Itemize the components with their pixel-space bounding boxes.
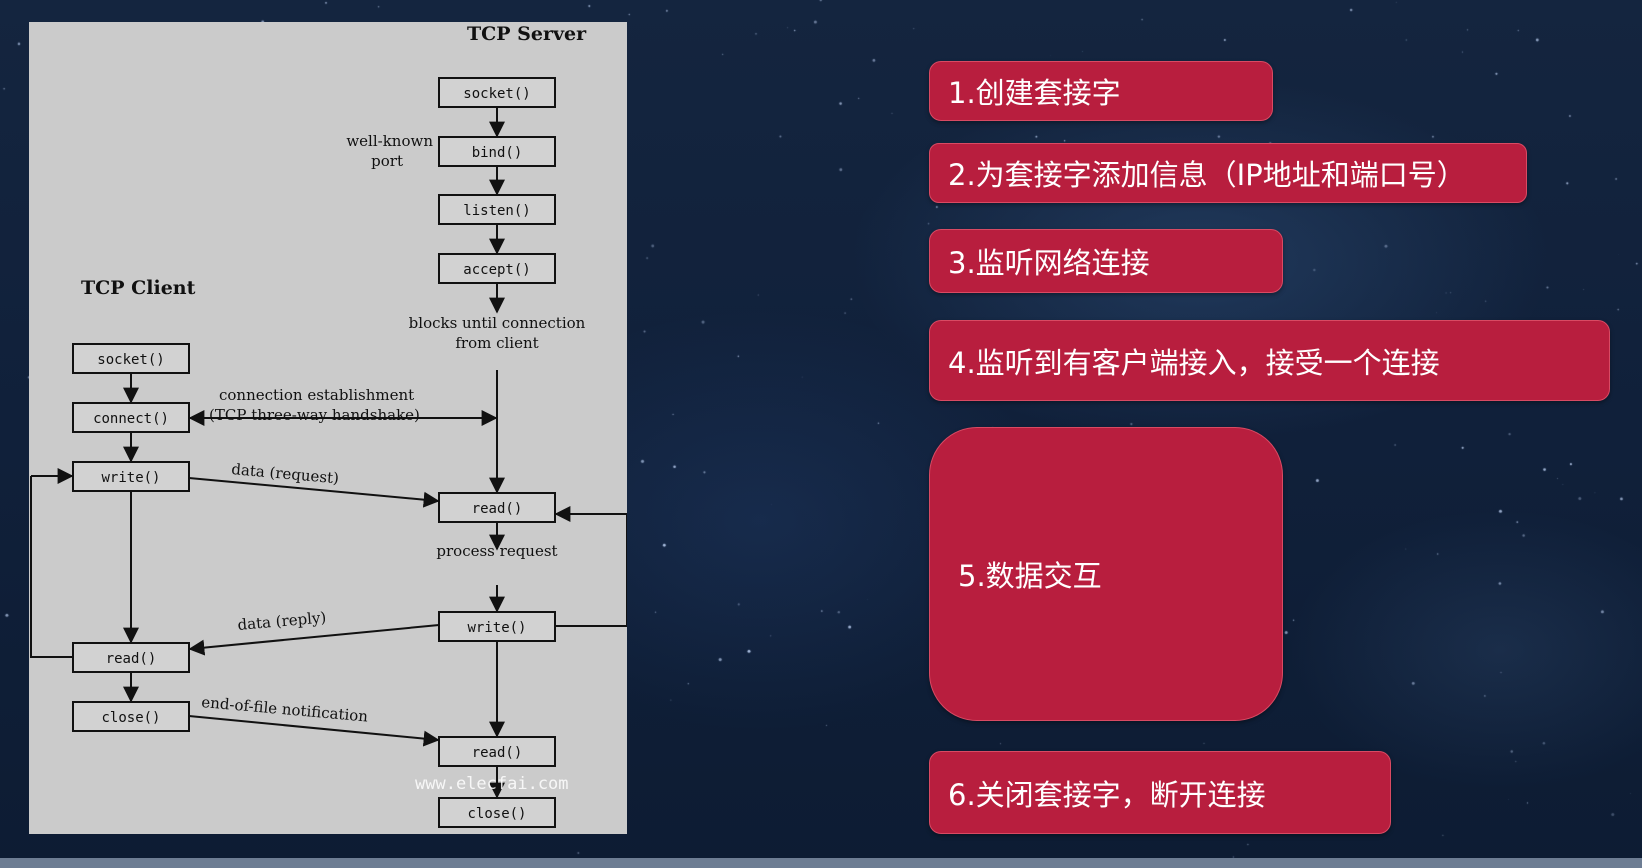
step-6-close: 6.关闭套接字，断开连接 <box>929 751 1391 834</box>
server-read-box: read() <box>438 492 556 523</box>
server-listen-label: listen() <box>463 203 530 219</box>
step-3-listen: 3.监听网络连接 <box>929 229 1283 293</box>
step-6-label: 6.关闭套接字，断开连接 <box>948 777 1266 812</box>
step-5-data-exchange: 5.数据交互 <box>929 427 1283 721</box>
server-read-label: read() <box>472 501 523 517</box>
client-title: TCP Client <box>81 277 196 299</box>
server-socket-label: socket() <box>463 86 530 102</box>
server-write-box: write() <box>438 611 556 642</box>
client-read-box: read() <box>72 642 190 673</box>
diagram-svg: TCP Server TCP Client socket() bind() li… <box>30 23 627 828</box>
blocks-label-2: from client <box>455 334 538 352</box>
client-connect-label: connect() <box>93 411 169 427</box>
server-listen-box: listen() <box>438 194 556 225</box>
server-socket-box: socket() <box>438 77 556 108</box>
server-title: TCP Server <box>467 23 587 45</box>
data-reply-label: data (reply) <box>237 608 327 634</box>
server-flow-arrows <box>489 107 627 799</box>
step-3-label: 3.监听网络连接 <box>948 246 1150 280</box>
server-read2-label: read() <box>472 745 523 761</box>
step-2-label: 2.为套接字添加信息（IP地址和端口号） <box>948 158 1466 192</box>
well-known-label-1: well-known <box>346 132 433 150</box>
step-5-label: 5.数据交互 <box>958 559 1102 593</box>
watermark-text: www.elecfai.com <box>415 774 569 794</box>
server-bind-box: bind() <box>438 136 556 167</box>
network-arrows <box>188 410 498 747</box>
step-1-label: 1.创建套接字 <box>948 76 1121 110</box>
step-1-create-socket: 1.创建套接字 <box>929 61 1273 121</box>
bottom-bar <box>0 858 1642 868</box>
client-socket-label: socket() <box>97 352 164 368</box>
eof-label: end-of-file notification <box>201 693 369 726</box>
server-bind-label: bind() <box>472 145 523 161</box>
server-close-label: close() <box>467 806 526 822</box>
client-connect-box: connect() <box>72 402 190 433</box>
well-known-label-2: port <box>371 152 403 170</box>
client-flow-arrows <box>30 373 139 703</box>
conn-label-1: connection establishment <box>219 386 414 404</box>
process-request-label: process request <box>436 542 557 560</box>
blocks-label-1: blocks until connection <box>409 314 586 332</box>
client-write-label: write() <box>101 470 160 486</box>
server-close-box: close() <box>438 797 556 828</box>
server-accept-label: accept() <box>463 262 530 278</box>
client-read-label: read() <box>106 651 157 667</box>
client-close-label: close() <box>101 710 160 726</box>
server-read2-box: read() <box>438 736 556 767</box>
step-4-label: 4.监听到有客户端接入，接受一个连接 <box>948 345 1440 380</box>
client-close-box: close() <box>72 701 190 732</box>
client-write-box: write() <box>72 461 190 492</box>
conn-label-2: (TCP three-way handshake) <box>209 406 420 424</box>
server-accept-box: accept() <box>438 253 556 284</box>
step-2-bind-address: 2.为套接字添加信息（IP地址和端口号） <box>929 143 1527 203</box>
tcp-socket-flow-diagram: TCP Server TCP Client socket() bind() li… <box>29 22 627 834</box>
step-4-accept: 4.监听到有客户端接入，接受一个连接 <box>929 320 1610 401</box>
server-write-label: write() <box>467 620 526 636</box>
client-socket-box: socket() <box>72 343 190 374</box>
